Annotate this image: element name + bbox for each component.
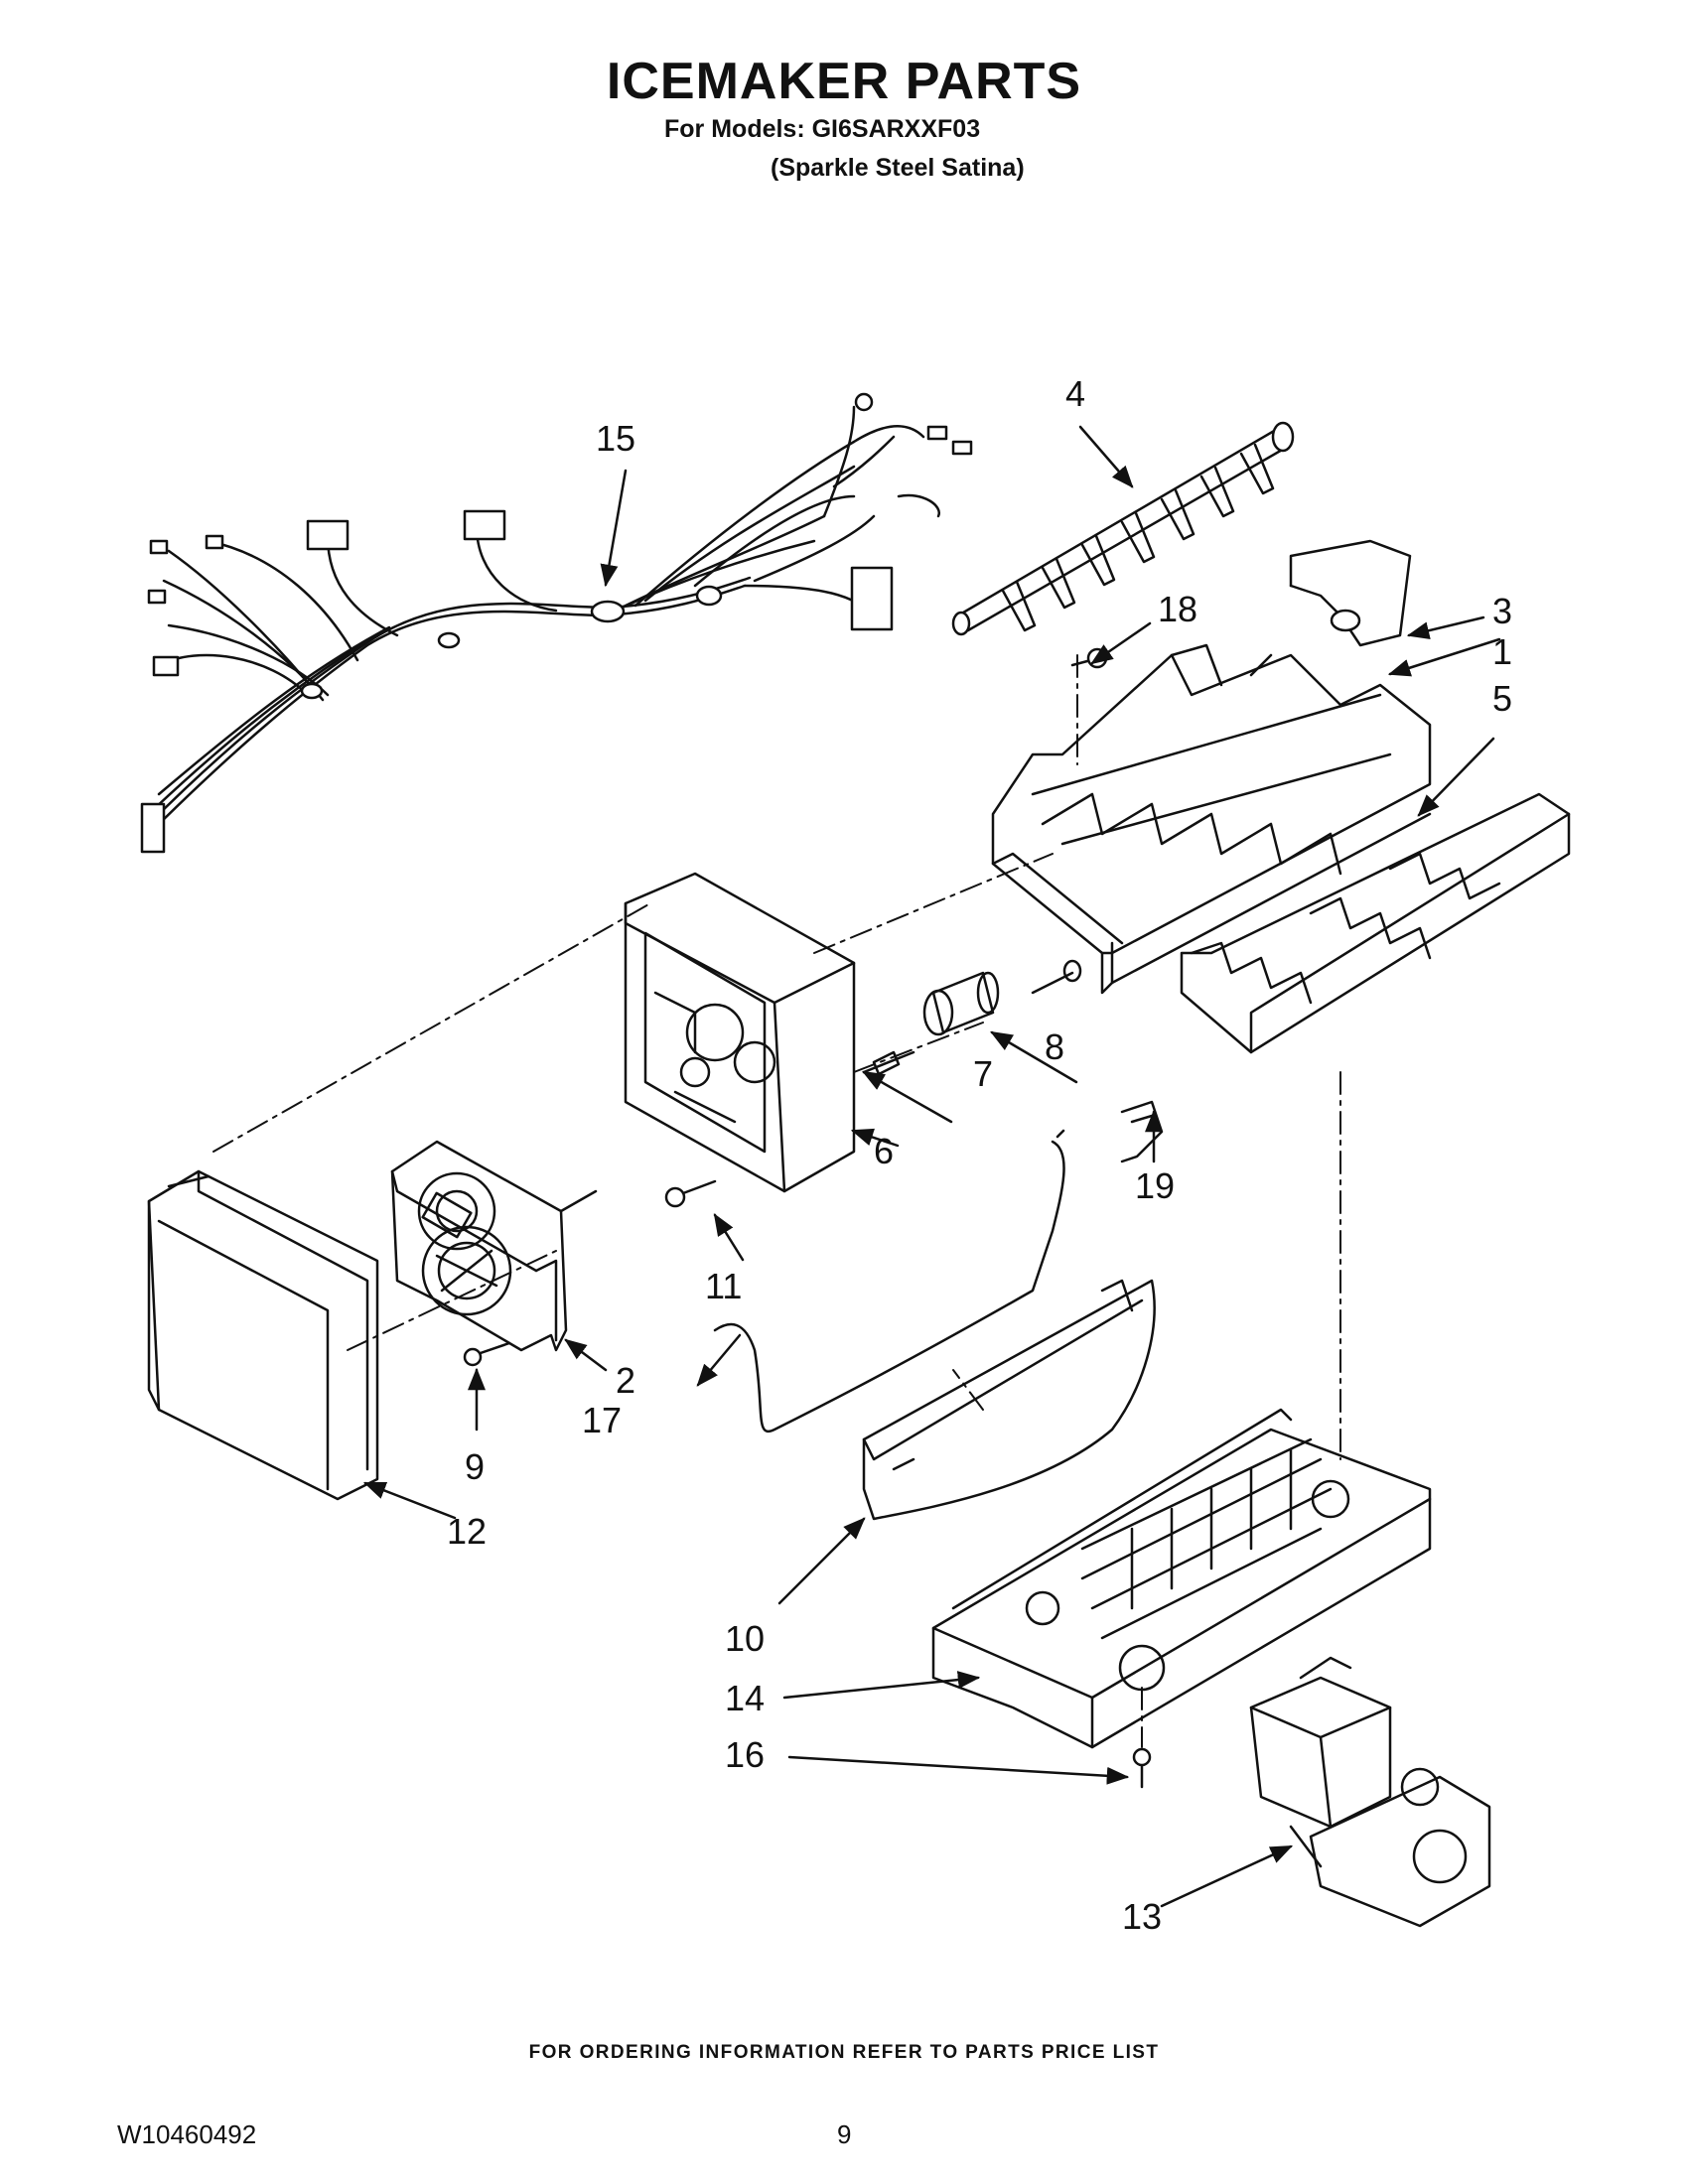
callout-numbers: 1 2 3 4 5 6 7 8 9 10 11 12 13 14 15 16 1… <box>447 373 1512 1937</box>
callout-16: 16 <box>725 1734 765 1775</box>
page-number: 9 <box>837 2119 852 2149</box>
document-number: W10460492 <box>117 2119 257 2149</box>
fill-cup <box>1289 539 1412 647</box>
models-line: For Models: GI6SARXXF03 <box>664 115 981 143</box>
ice-mold <box>991 643 1432 995</box>
callout-2: 2 <box>616 1360 635 1401</box>
ice-bin-pan <box>931 1408 1432 1749</box>
callout-18: 18 <box>1158 589 1197 629</box>
leader-arrows <box>362 425 1501 1908</box>
finish-line: (Sparkle Steel Satina) <box>771 154 1025 182</box>
heater-pin <box>1031 959 1082 995</box>
thermostat-clip <box>862 1050 915 1076</box>
cover <box>147 1169 379 1501</box>
ordering-note: FOR ORDERING INFORMATION REFER TO PARTS … <box>528 2042 1160 2063</box>
callout-17: 17 <box>582 1400 622 1440</box>
callout-14: 14 <box>725 1678 765 1718</box>
callout-15: 15 <box>596 418 635 459</box>
callout-11: 11 <box>705 1266 742 1306</box>
callout-1: 1 <box>1492 631 1512 672</box>
callout-6: 6 <box>874 1131 894 1171</box>
water-valve <box>1249 1656 1491 1928</box>
callout-4: 4 <box>1065 373 1085 414</box>
callout-12: 12 <box>447 1511 487 1552</box>
callout-10: 10 <box>725 1618 765 1659</box>
thermostat <box>922 971 1000 1036</box>
callout-5: 5 <box>1492 678 1512 719</box>
callout-8: 8 <box>1045 1026 1064 1067</box>
callout-9: 9 <box>465 1446 485 1487</box>
wire-clip <box>1120 1100 1164 1163</box>
screw-16 <box>1132 1747 1152 1789</box>
wiring-harness <box>140 392 973 854</box>
thermostat-cover <box>862 1279 1156 1521</box>
ejector <box>951 421 1295 636</box>
screw-9 <box>463 1341 511 1367</box>
callout-19: 19 <box>1135 1165 1175 1206</box>
assembly-guide-lines <box>212 654 1341 1748</box>
screw-11 <box>664 1179 717 1208</box>
callout-7: 7 <box>973 1053 993 1094</box>
callout-3: 3 <box>1492 591 1512 631</box>
module-housing <box>624 872 856 1193</box>
shutoff-arm <box>713 1129 1065 1433</box>
motor-module <box>390 1140 598 1352</box>
page-title: ICEMAKER PARTS <box>606 53 1082 110</box>
callout-13: 13 <box>1122 1896 1162 1937</box>
stripper <box>1180 792 1571 1054</box>
